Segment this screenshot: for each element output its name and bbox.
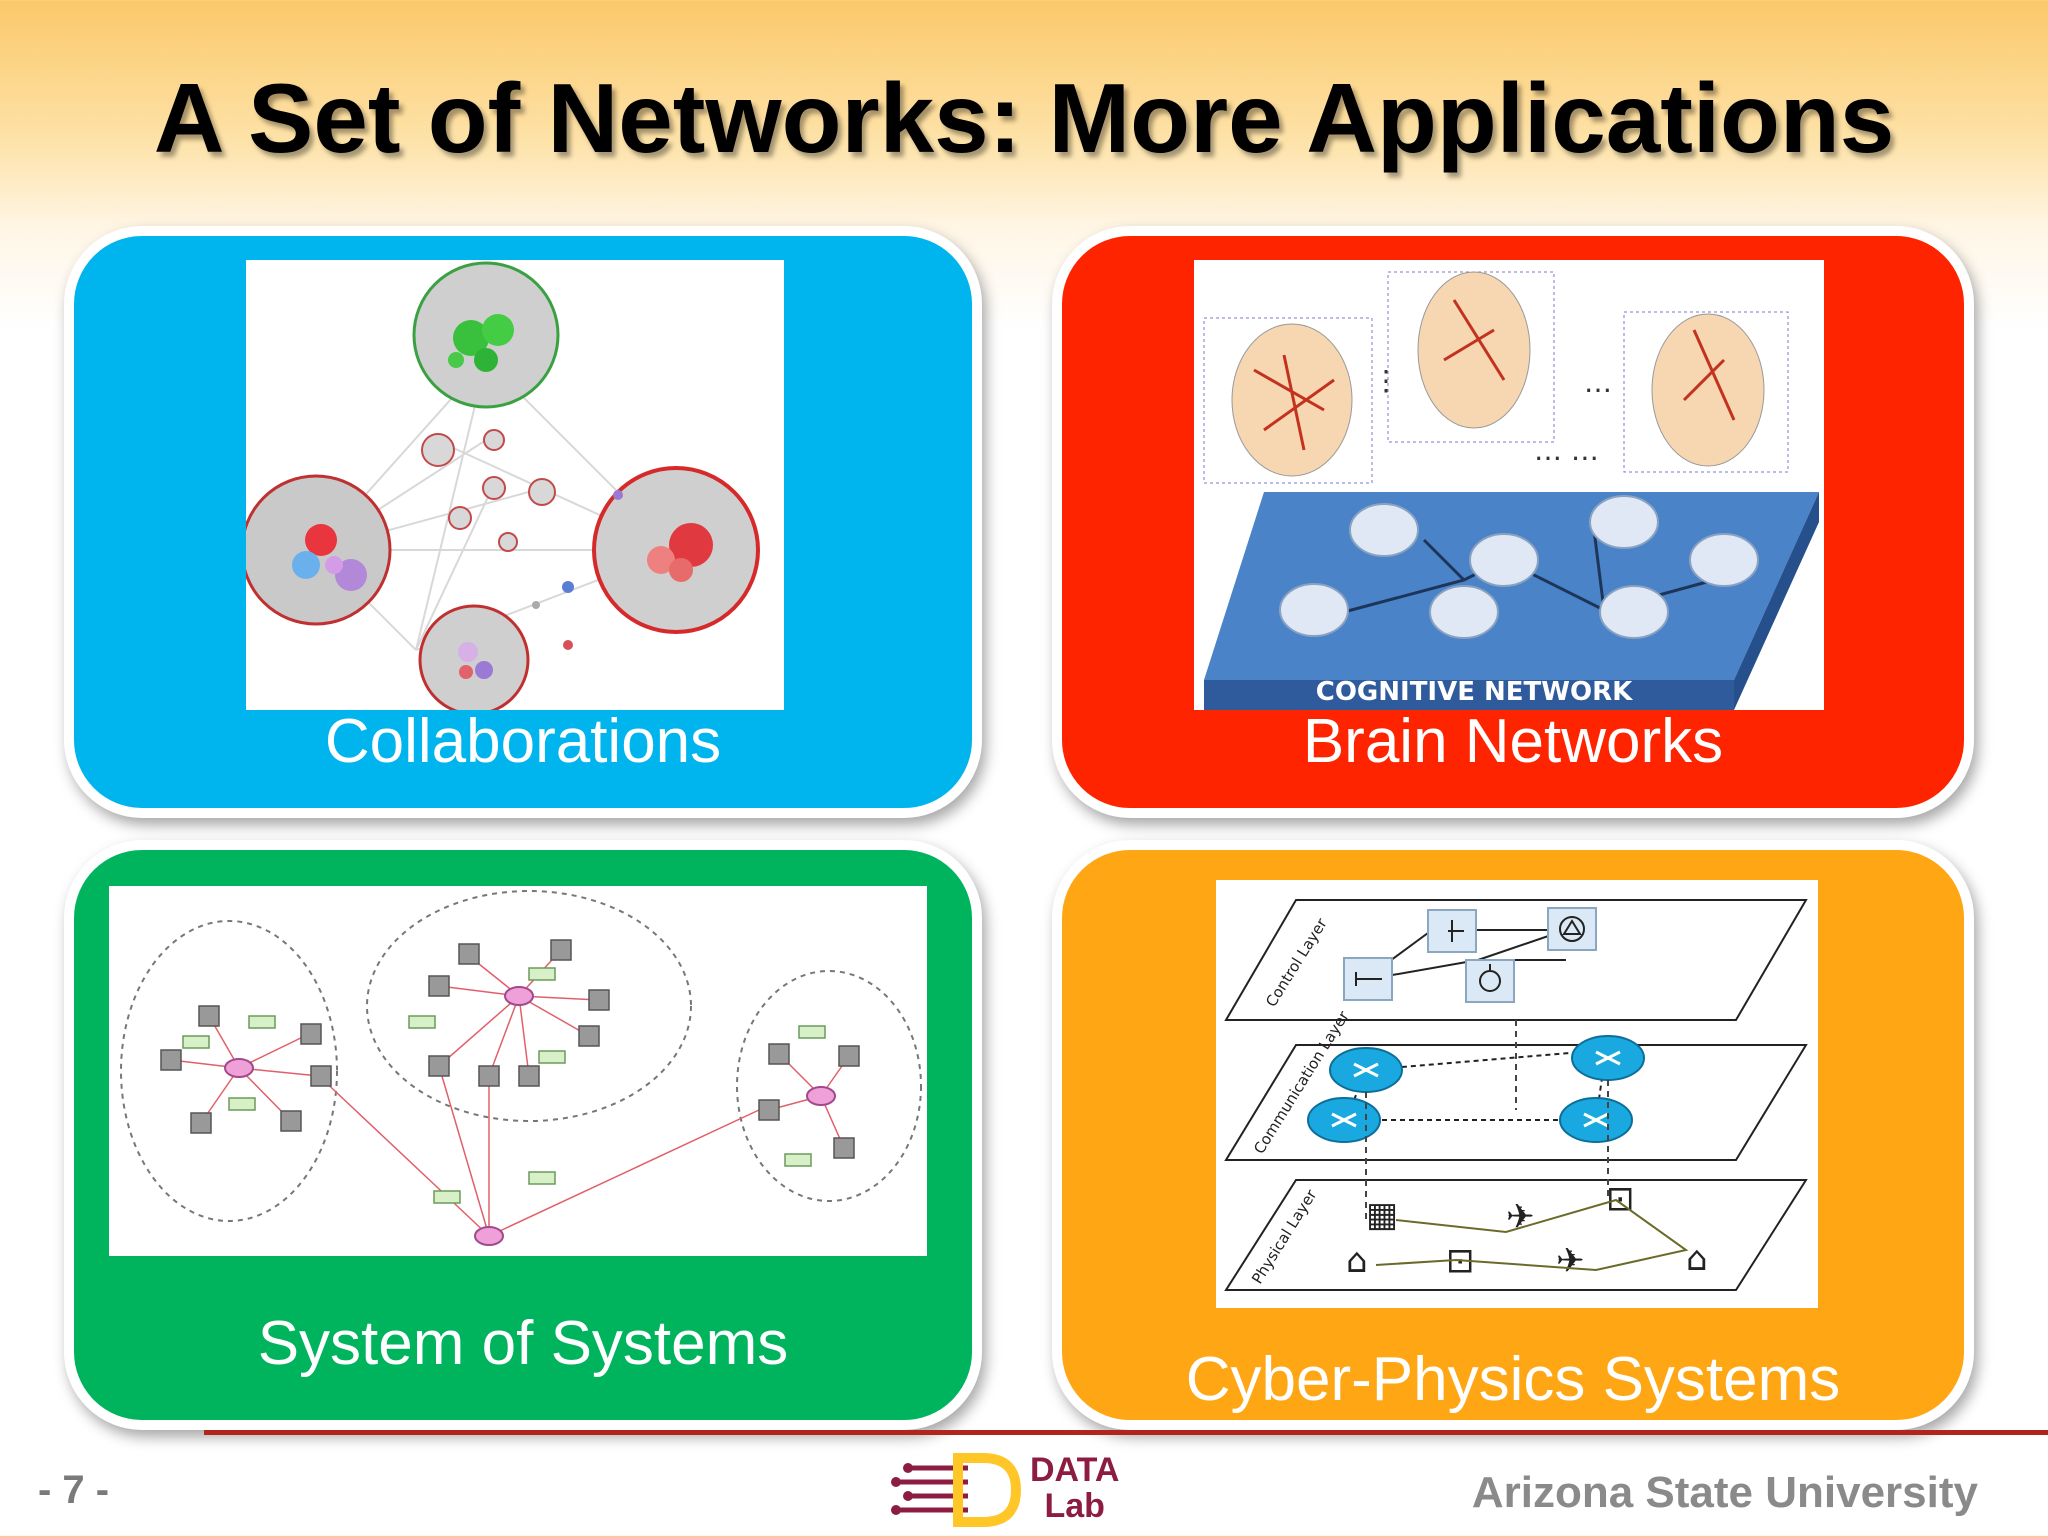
cyber-physics-systems-caption: Cyber-Physics Systems bbox=[1185, 1345, 1841, 1414]
brain-networks-panel: ⋮ … … … COGNITIVE NETWORK Brain Networks bbox=[1052, 226, 1974, 818]
svg-text:✈: ✈ bbox=[1556, 1241, 1585, 1281]
cyber-physical-layers-image: Control Layer Communication Layer Physic… bbox=[1216, 880, 1818, 1308]
cognitive-network-label: COGNITIVE NETWORK bbox=[1316, 677, 1633, 707]
svg-text:⌂: ⌂ bbox=[1686, 1239, 1708, 1279]
data-lab-logo bbox=[888, 1448, 1148, 1532]
collaborations-panel: Collaborations bbox=[64, 226, 982, 818]
collaboration-network-image bbox=[246, 260, 784, 710]
slide-title: A Set of Networks: More Applications bbox=[153, 63, 1895, 173]
data-lab-logo-text: DATA Lab bbox=[1030, 1452, 1119, 1524]
system-of-systems-caption: System of Systems bbox=[257, 1309, 789, 1378]
svg-text:⊡: ⊡ bbox=[1606, 1179, 1635, 1219]
cyber-physics-systems-panel: Control Layer Communication Layer Physic… bbox=[1052, 840, 1974, 1430]
institution-name: Arizona State University bbox=[1471, 1468, 1978, 1517]
svg-text:⋮: ⋮ bbox=[1372, 364, 1400, 397]
svg-text:… …: … … bbox=[1534, 434, 1599, 467]
brain-network-image: ⋮ … … … COGNITIVE NETWORK bbox=[1194, 260, 1824, 710]
logo-line-lab: Lab bbox=[1044, 1487, 1105, 1525]
svg-text:⌂: ⌂ bbox=[1346, 1241, 1368, 1281]
page-number: - 7 - bbox=[38, 1468, 110, 1512]
collaborations-caption: Collaborations bbox=[324, 707, 722, 776]
footer-divider bbox=[204, 1430, 2048, 1435]
svg-text:…: … bbox=[1584, 366, 1612, 399]
logo-line-data: DATA bbox=[1030, 1451, 1120, 1489]
system-of-systems-image bbox=[109, 886, 927, 1256]
system-of-systems-panel: System of Systems bbox=[64, 840, 982, 1430]
brain-networks-caption: Brain Networks bbox=[1302, 707, 1724, 776]
svg-text:▦: ▦ bbox=[1366, 1195, 1398, 1235]
